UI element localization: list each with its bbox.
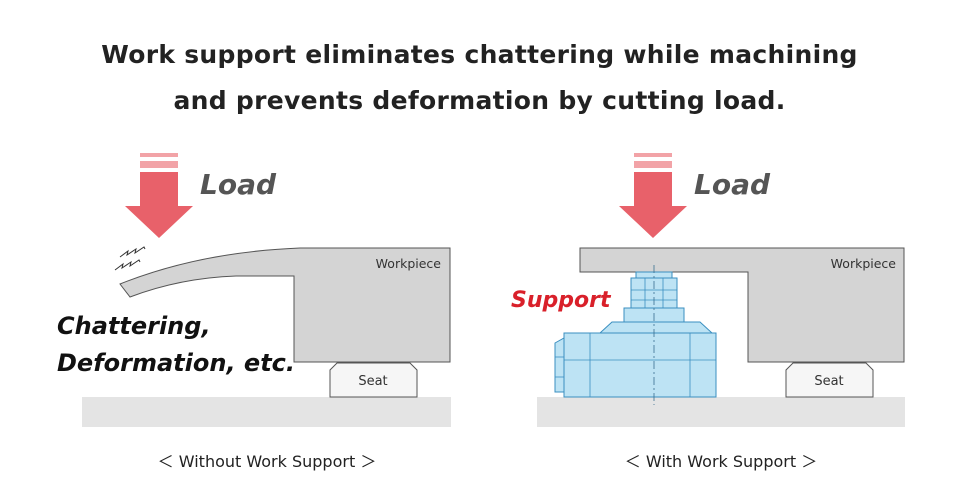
right-arrow-band-1	[634, 153, 672, 157]
headline-line-2: and prevents deformation by cutting load…	[173, 86, 786, 115]
support-label: Support	[511, 288, 612, 313]
left-seat	[329, 362, 418, 398]
right-seat-label: Seat	[814, 374, 843, 389]
left-caption: ＜ Without Work Support ＞	[158, 452, 377, 471]
left-load-arrow	[125, 172, 193, 238]
left-panel: Seat Workpiece Load Chattering, Deformat…	[57, 153, 451, 471]
right-arrow-band-2	[634, 161, 672, 168]
right-seat	[785, 362, 874, 398]
left-arrow-band-2	[140, 161, 178, 168]
left-arrow-band-1	[140, 153, 178, 157]
right-load-arrow	[619, 172, 687, 238]
right-panel: Seat Workpiece Support	[511, 153, 905, 471]
right-caption: ＜ With Work Support ＞	[625, 452, 817, 471]
left-effect-line-2: Deformation, etc.	[57, 349, 295, 377]
headline: Work support eliminates chattering while…	[0, 32, 959, 124]
right-workpiece-label: Workpiece	[831, 256, 897, 271]
work-support	[554, 271, 717, 398]
left-vibration-mark-1	[119, 246, 146, 258]
right-load-label: Load	[694, 168, 771, 201]
left-effect-line-1: Chattering,	[57, 312, 211, 340]
left-workpiece	[119, 247, 451, 363]
work-support-shoulder	[598, 321, 714, 334]
left-vibration-mark-2	[114, 259, 141, 271]
left-load-label: Load	[200, 168, 277, 201]
right-base-plate	[537, 397, 905, 427]
work-support-side-block	[554, 337, 565, 393]
work-support-housing	[563, 332, 717, 398]
headline-line-1: Work support eliminates chattering while…	[101, 40, 858, 69]
left-base-plate	[82, 397, 451, 427]
left-seat-label: Seat	[358, 374, 387, 389]
right-workpiece	[579, 247, 905, 363]
left-workpiece-label: Workpiece	[376, 256, 442, 271]
